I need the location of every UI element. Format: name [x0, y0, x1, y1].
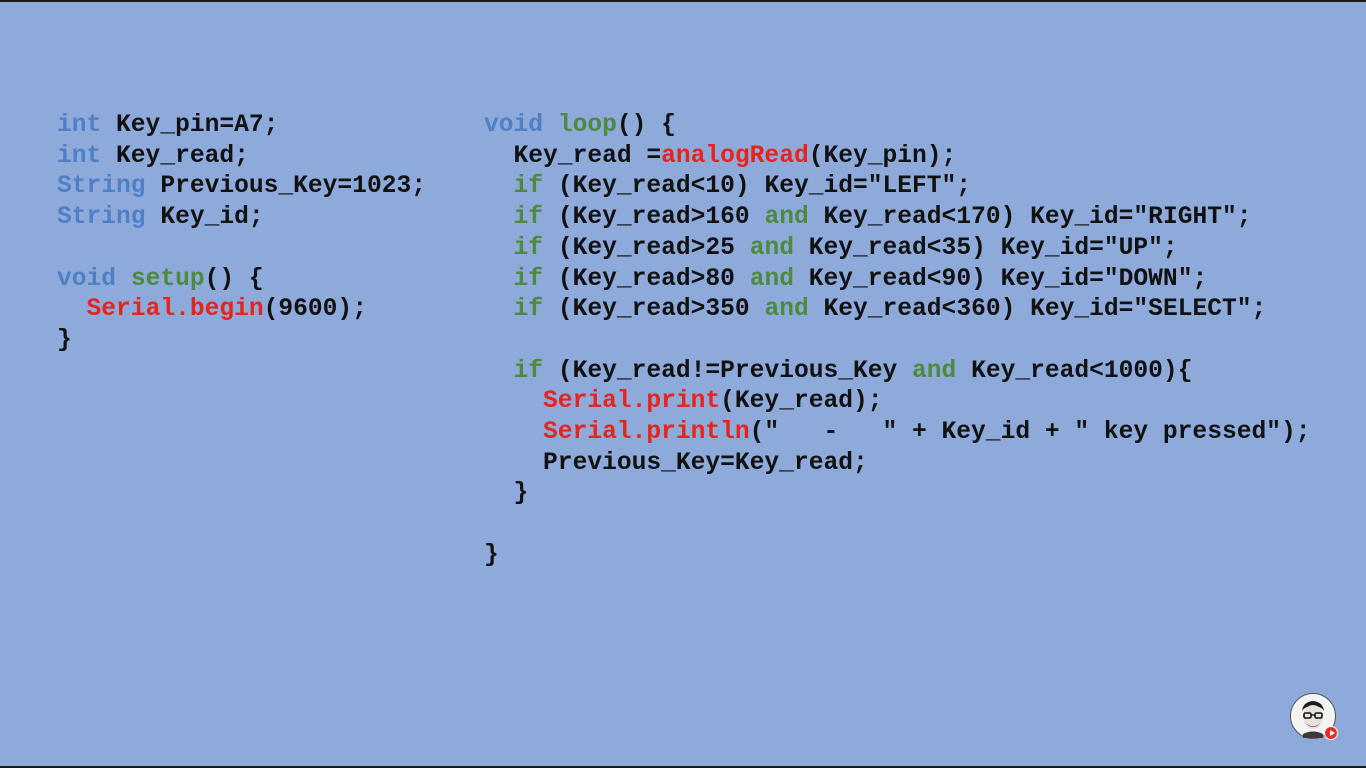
- code-line: String Key_id;: [57, 204, 264, 232]
- code-line: if (Key_read>350 and Key_read<360) Key_i…: [513, 296, 1267, 324]
- play-badge-icon: [1324, 726, 1338, 740]
- code-line: void setup() {: [57, 265, 264, 293]
- code-line: if (Key_read>80 and Key_read<90) Key_id=…: [513, 265, 1208, 293]
- code-line: Previous_Key=Key_read;: [543, 449, 868, 477]
- code-line: }: [484, 541, 499, 569]
- code-block-globals-setup: int Key_pin=A7; int Key_read; String Pre…: [57, 111, 426, 357]
- control-keyword: if: [513, 265, 544, 293]
- code-line: if (Key_read>25 and Key_read<35) Key_id=…: [513, 234, 1178, 262]
- code-line: int Key_pin=A7;: [57, 112, 279, 139]
- operator-keyword: and: [912, 357, 957, 385]
- function-call: Serial.println: [543, 419, 750, 447]
- code-line: Serial.begin(9600);: [86, 296, 367, 324]
- code-line: Serial.println(" - " + Key_id + " key pr…: [543, 419, 1311, 447]
- type-keyword: String: [57, 173, 146, 201]
- code-line: String Previous_Key=1023;: [57, 173, 426, 201]
- code-line: Serial.print(Key_read);: [543, 388, 883, 416]
- control-keyword: if: [513, 296, 544, 324]
- code-line: int Key_read;: [57, 142, 249, 170]
- operator-keyword: and: [764, 204, 809, 232]
- function-call: Serial.begin: [86, 296, 264, 324]
- type-keyword: void: [484, 112, 544, 139]
- type-keyword: void: [57, 265, 117, 293]
- function-name: setup: [130, 265, 205, 293]
- code-line: if (Key_read<10) Key_id="LEFT";: [513, 173, 972, 201]
- function-name: loop: [557, 112, 617, 139]
- type-keyword: String: [57, 204, 146, 232]
- code-block-loop: void loop() { Key_read =analogRead(Key_p…: [484, 111, 1311, 572]
- code-line: }: [57, 326, 72, 354]
- presenter-avatar-icon[interactable]: [1290, 693, 1338, 740]
- operator-keyword: and: [749, 265, 794, 293]
- presenter-face-icon: [1292, 695, 1334, 738]
- code-line: Key_read =analogRead(Key_pin);: [513, 142, 957, 170]
- function-call: analogRead: [661, 142, 809, 170]
- code-line: if (Key_read>160 and Key_read<170) Key_i…: [513, 204, 1252, 232]
- operator-keyword: and: [749, 234, 794, 262]
- control-keyword: if: [513, 173, 544, 201]
- code-line: }: [513, 480, 529, 508]
- code-line: void loop() {: [484, 112, 676, 139]
- function-call: Serial.print: [543, 388, 721, 416]
- control-keyword: if: [513, 234, 544, 262]
- type-keyword: int: [57, 112, 102, 139]
- code-line: if (Key_read!=Previous_Key and Key_read<…: [513, 357, 1193, 385]
- control-keyword: if: [513, 204, 544, 232]
- control-keyword: if: [513, 357, 544, 385]
- type-keyword: int: [57, 142, 102, 170]
- operator-keyword: and: [764, 296, 809, 324]
